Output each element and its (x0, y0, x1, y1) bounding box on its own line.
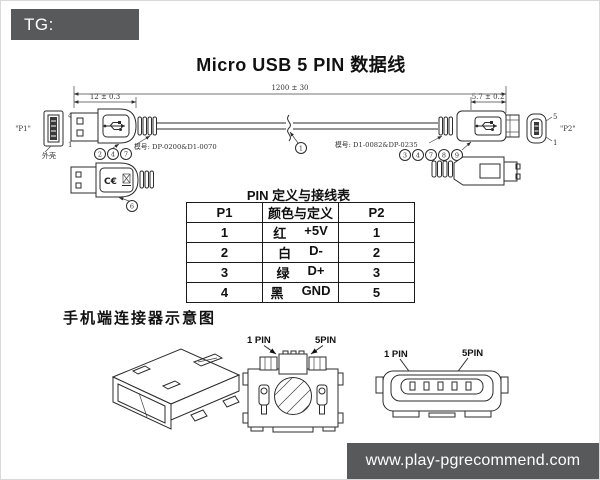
micro-side-view-lower (431, 156, 521, 186)
wire-signal: D- (309, 243, 323, 258)
shell-label: 外壳 (42, 151, 56, 160)
cell-p1: 1 (186, 222, 263, 243)
callout-ce-number: 6 (130, 203, 134, 211)
callout-m-4: 8 (442, 152, 446, 160)
wire-signal: +5V (304, 223, 328, 238)
pin5-callout-label: 5PIN (315, 335, 336, 346)
callout-a-2: 4 (111, 151, 115, 159)
table-header-row: P1 颜色与定义 P2 (186, 202, 415, 223)
callout-group-plug-micro: 3 4 7 8 9 (399, 141, 472, 161)
table-row: 3 绿 D+ 3 (186, 262, 415, 283)
phone-connector-drawings: 1 PIN 5PIN (111, 335, 509, 433)
callout-cable-number: 1 (299, 145, 303, 153)
phone-connector-title: 手机端连接器示意图 (63, 309, 217, 327)
usb-a-front-view: 4 1 "P1" 外壳 (15, 110, 73, 160)
cell-color-def: 绿 D+ (262, 262, 339, 283)
cell-color-def: 黑 GND (262, 282, 339, 303)
pin-table: P1 颜色与定义 P2 1 红 +5V 1 2 白 D- 2 3 绿 D+ 3 4 黑… (186, 202, 415, 303)
tg-badge: TG: MYYJJPP (11, 9, 139, 65)
table-row: 1 红 +5V 1 (186, 222, 415, 243)
table-row: 2 白 D- 2 (186, 242, 415, 263)
cell-p2: 1 (338, 222, 415, 243)
cell-p1: 3 (186, 262, 263, 283)
cell-p2: 2 (338, 242, 415, 263)
micro-plug-side-view (438, 110, 520, 142)
footer-watermark: www.play-pgrecommend.com (347, 443, 599, 479)
cell-p1: 4 (186, 282, 263, 303)
dimension-overall: 1200 ± 30 (73, 84, 507, 113)
dim-overall-text: 1200 ± 30 (271, 84, 308, 92)
callout-a-3: 7 (124, 151, 128, 159)
front-connector-view: 1 PIN 5PIN (375, 348, 509, 418)
mold-a-text: 模号: DP-0200&D1-0070 (134, 142, 217, 151)
p1-label: "P1" (15, 125, 31, 133)
cell-color-def: 红 +5V (262, 222, 339, 243)
pin1-callout-label: 1 PIN (247, 335, 271, 346)
page-title: Micro USB 5 PIN 数据线 (196, 55, 406, 75)
dim-plug-micro-text: 5.7 ± 0.2 (472, 93, 505, 101)
header-p1: P1 (186, 202, 263, 223)
cell-p1: 2 (186, 242, 263, 263)
cable-line (157, 114, 438, 142)
header-color: 颜色与定义 (262, 202, 339, 223)
wire-color: 白 (278, 246, 292, 261)
callout-a-1: 2 (98, 151, 102, 159)
dimension-plug-a: 12 ± 0.3 (74, 93, 137, 108)
mold-label-micro: 模号: D1-0082&DP-0235 (335, 135, 443, 149)
wire-color: 红 (273, 226, 287, 241)
cell-p2: 5 (338, 282, 415, 303)
cell-color-def: 白 D- (262, 242, 339, 263)
p2-pin5-label: 5 (553, 113, 557, 121)
cable-drawing: 1200 ± 30 12 ± 0.3 5.7 ± 0.2 4 1 "P1" 外壳 (15, 84, 576, 212)
pin1-callout-label-2: 1 PIN (384, 349, 408, 360)
table-row: 4 黑 GND 5 (186, 282, 415, 303)
rear-connector-view: 1 PIN 5PIN (242, 335, 344, 433)
p1-pin1-label: 1 (68, 141, 72, 149)
mold-micro-text: 模号: D1-0082&DP-0235 (335, 140, 418, 149)
header-p2: P2 (338, 202, 415, 223)
callout-m-3: 7 (429, 152, 433, 160)
callout-m-2: 4 (416, 152, 420, 160)
wire-color: 黑 (270, 286, 284, 301)
wire-signal: GND (301, 283, 331, 298)
callout-cable: 1 (289, 131, 307, 154)
cable-break-icon (287, 114, 291, 142)
callout-m-5: 9 (455, 152, 459, 160)
dim-plug-a-text: 12 ± 0.3 (90, 93, 120, 101)
ce-mark: C€ (104, 177, 117, 187)
weee-icon (122, 173, 131, 186)
wire-signal: D+ (307, 263, 325, 278)
pin5-callout-label-2: 5PIN (462, 348, 483, 359)
usb-a-ce-view: C€ 6 (70, 162, 154, 212)
usb-a-plug-side-view (70, 108, 157, 144)
pin-table-title: PIN 定义与接线表 (246, 188, 351, 203)
p2-label: "P2" (560, 125, 576, 133)
cell-p2: 3 (338, 262, 415, 283)
wire-color: 绿 (276, 266, 290, 281)
mold-label-a: 模号: DP-0200&D1-0070 (134, 135, 217, 151)
callout-m-1: 3 (403, 152, 407, 160)
dimension-plug-micro: 5.7 ± 0.2 (470, 93, 506, 110)
p2-pin1-label: 1 (553, 139, 557, 147)
micro-front-view: 5 1 "P2" (526, 113, 576, 147)
callout-group-plug-a: 2 4 7 (94, 143, 132, 160)
isometric-connector-view (111, 348, 241, 430)
